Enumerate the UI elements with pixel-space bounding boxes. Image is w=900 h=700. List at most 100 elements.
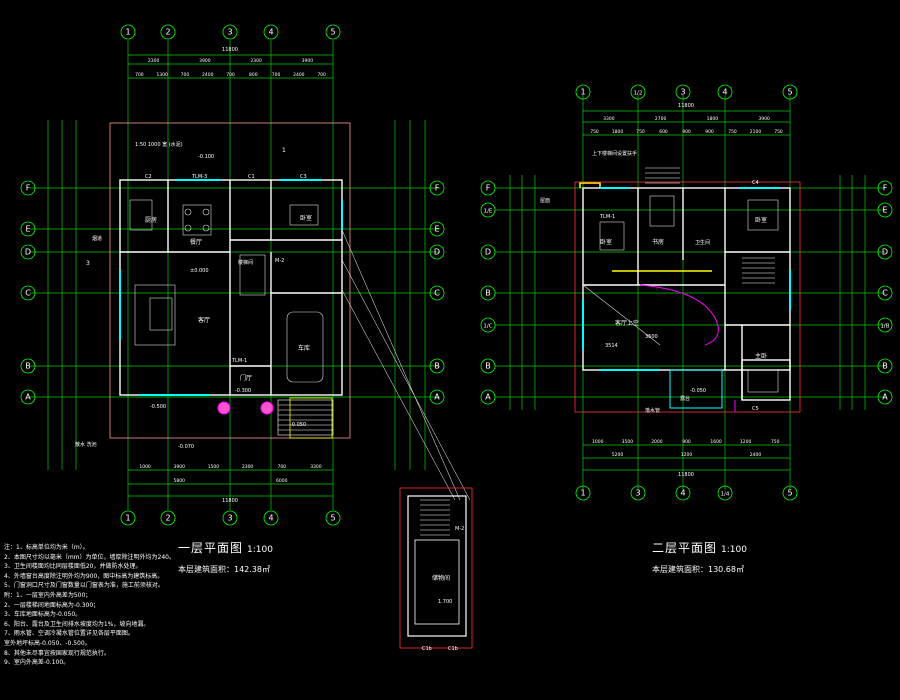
plan1-level-100: -0.100 [198,154,214,160]
axis-bubble [480,202,496,218]
axis-label: 1/E [484,209,493,215]
dimension-text: 700 [277,464,286,470]
axis-label: 4 [268,514,273,523]
axis-bubble [429,244,445,260]
dimension-text: 1600 [710,439,722,445]
plan1-room-garage: 车库 [298,344,310,352]
dimension-text: 2100 [750,129,762,135]
stair-detail-boundary [399,487,473,649]
stair-detail-window-1: C1b [422,646,432,652]
plan1-room-bedroom: 卧室 [300,214,312,222]
plan1-label-1: 1 [282,147,286,154]
axis-bubble [222,24,238,40]
axis-label: B [25,362,31,371]
plan1-top-total: 11800 [222,47,238,53]
plan2-bay-window [669,369,723,409]
note-line: 5、门窗洞口尺寸及门窗数量以门窗表为准，施工前须核对。 [4,582,164,590]
plan1-label-c1: C1 [248,174,255,180]
plan2-scale: 1:100 [721,545,747,555]
stair-detail-room: 储物间 [432,574,450,582]
dimension-text: 900 [705,129,714,135]
axis-bubble [717,84,733,100]
stair-detail-door: M-2 [455,526,464,532]
stair-detail-store-room [414,539,460,625]
axis-label: 1/2 [634,91,643,97]
plan1-level-0: ±0.000 [190,268,209,274]
plan1-room-foyer: 门厅 [240,374,252,382]
axis-label: 2 [165,514,170,523]
axis-bubble [263,510,279,526]
plan2-bottom-total: 11800 [678,472,694,478]
plan2-balcony-curve [639,284,719,346]
axis-bubble [877,244,893,260]
axis-label: A [434,393,440,402]
note-line: 2、本图尺寸均以毫米（mm）为单位，墙厚除注明外均为240。 [4,553,175,561]
plan1-level-070: -0.070 [178,444,194,450]
plan1-room-living: 客厅 [198,316,210,324]
axis-label: 4 [722,88,727,97]
plan1-leader-lines [341,229,471,501]
dimension-text: 1200 [740,439,752,445]
plan2-label-downpipe: 落水管 [645,407,660,414]
dimension-text: 2300 [250,58,262,64]
dimension-text: 750 [728,129,737,135]
plan2-top-total: 11800 [678,103,694,109]
plan1-room-dining: 餐厅 [190,238,202,246]
design-notes: 注：1、标高单位均为米（m）。 2、本图尺寸均以毫米（mm）为单位，墙厚除注明外… [4,543,254,668]
dimension-text: 800 [249,72,258,78]
axis-label: B [485,362,491,371]
axis-label: 2 [165,28,170,37]
dimension-text: 5800 [174,478,186,484]
plan2-label-terrace: 露台 [680,395,690,402]
note-line: 7、雨水管、空调冷凝水管位置详见各层平面图。 [4,630,134,638]
axis-label: D [882,248,888,257]
axis-label: 1/4 [721,492,730,498]
dimension-text: 3300 [310,464,322,470]
axis-bubble [160,24,176,40]
plan2-eave-yellow [579,182,601,188]
axis-label: C [882,289,888,298]
dimension-text: 750 [771,439,780,445]
axis-bubble [877,202,893,218]
axis-label: C [25,289,31,298]
axis-label: 5 [330,28,335,37]
plan1-furniture [129,199,324,383]
plan1-label-tlm1: TLM-1 [231,358,247,364]
axis-label: 3 [680,88,685,97]
dimension-text: 3300 [603,116,615,122]
axis-bubble [782,84,798,100]
dimension-text: 3900 [174,464,186,470]
dimension-text: 3900 [199,58,211,64]
dimension-text: 1800 [707,116,719,122]
note-line: 附：1、一层室内外高差为500； [4,591,92,599]
dimension-text: 1200 [681,452,693,458]
dimension-text: 2300 [242,464,254,470]
dimension-text: 750 [590,129,599,135]
axis-label: C [434,289,440,298]
axis-label: 1 [125,28,130,37]
axis-label: 1/C [483,324,492,330]
axis-bubble [480,389,496,405]
plan2-stair [742,257,775,284]
axis-bubble [429,358,445,374]
axis-bubble [480,358,496,374]
axis-bubble [877,180,893,196]
plan1-label-tlm3: TLM-3 [191,174,207,180]
note-line: 8、其他未尽事宜按国家现行规范执行。 [4,649,110,657]
plan2-label-c4: C4 [752,180,759,186]
dimension-text: 2300 [148,58,160,64]
axis-label: E [434,225,439,234]
dimension-text: 2400 [750,452,762,458]
plan2-level: -0.050 [690,388,706,394]
axis-bubble [20,285,36,301]
plan1-area: 本层建筑面积：142.38㎡ [178,565,270,574]
